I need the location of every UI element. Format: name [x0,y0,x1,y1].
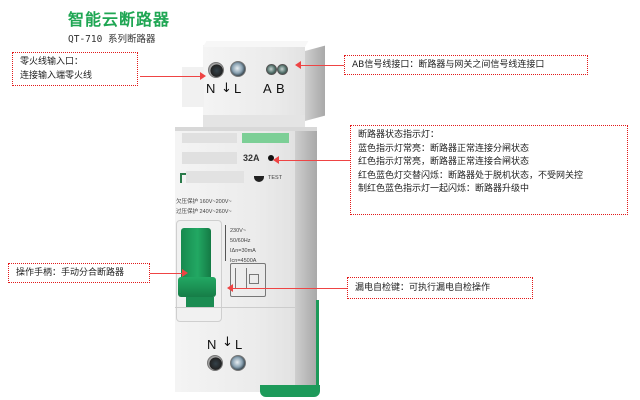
leakage-test-button[interactable] [186,297,214,307]
test-button[interactable] [254,176,264,182]
neutral-terminal-screw [208,62,224,78]
callout-ab-signal: AB信号线接口：断路器与网关之间信号线连接口 [344,55,588,75]
undervoltage-label: 欠压保护 160V~200V~ [176,199,232,205]
product-subtitle: QT-710 系列断路器 [68,34,156,45]
indicator-strip [242,133,289,143]
live-terminal-screw [230,61,246,77]
callout-leakage-test: 漏电自检键：可执行漏电自检操作 [347,277,533,299]
arrow-head-icon [295,61,301,69]
arrow-head-icon [182,269,188,277]
ground-arrow-icon: ↓ [221,81,232,96]
terminal-a-label: A [263,81,272,96]
terminal-n-label: N [206,81,216,96]
status-led [268,155,274,161]
arrow-ab-signal [300,65,344,66]
arrow-head-icon [200,72,206,80]
arrow-head-icon [273,156,279,164]
product-title: 智能云断路器 [68,10,171,29]
bottom-terminal-l-label: L [235,337,243,352]
spec-list: 230V~ 50/60Hz IΔn=30mA Icn=4500A [230,228,257,264]
wiring-diagram-icon [230,263,266,297]
bottom-neutral-screw [207,355,223,371]
din-rail-clip [260,385,320,397]
test-label: TEST [268,175,283,181]
terminal-l-label: L [234,81,242,96]
breaker-side [295,127,317,392]
arrow-neutral-input [140,76,202,77]
top-terminal-block [203,45,305,115]
callout-handle: 操作手柄：手动分合断路器 [8,263,150,283]
a-terminal-screw [266,64,277,75]
bottom-ground-arrow-icon: ↓ [222,335,233,350]
arrow-leakage-test [232,288,347,289]
arrow-status-indicator [278,160,350,161]
callout-status-indicator: 断路器状态指示灯： 蓝色指示灯常亮：断路器正常连接分闸状态 红色指示灯常亮，断路… [350,125,628,215]
b-terminal-screw [277,64,288,75]
rating-label: 32A [243,153,260,163]
arrow-handle [150,273,183,274]
on-off-scale [225,225,226,261]
callout-neutral-live-input: 零火线输入口： 连接输入端零火线 [12,52,138,86]
circuit-breaker-image: N ↓ L A B 32A TEST 欠压保护 160V~200V~ 过压保护 … [170,41,325,400]
bottom-live-screw [230,355,246,371]
terminal-b-label: B [276,81,285,96]
overvoltage-label: 过压保护 240V~260V~ [176,209,232,215]
top-side-panel [305,45,325,121]
arrow-head-icon [227,284,233,292]
bottom-terminal-n-label: N [207,337,217,352]
handle-lever[interactable] [178,277,216,297]
